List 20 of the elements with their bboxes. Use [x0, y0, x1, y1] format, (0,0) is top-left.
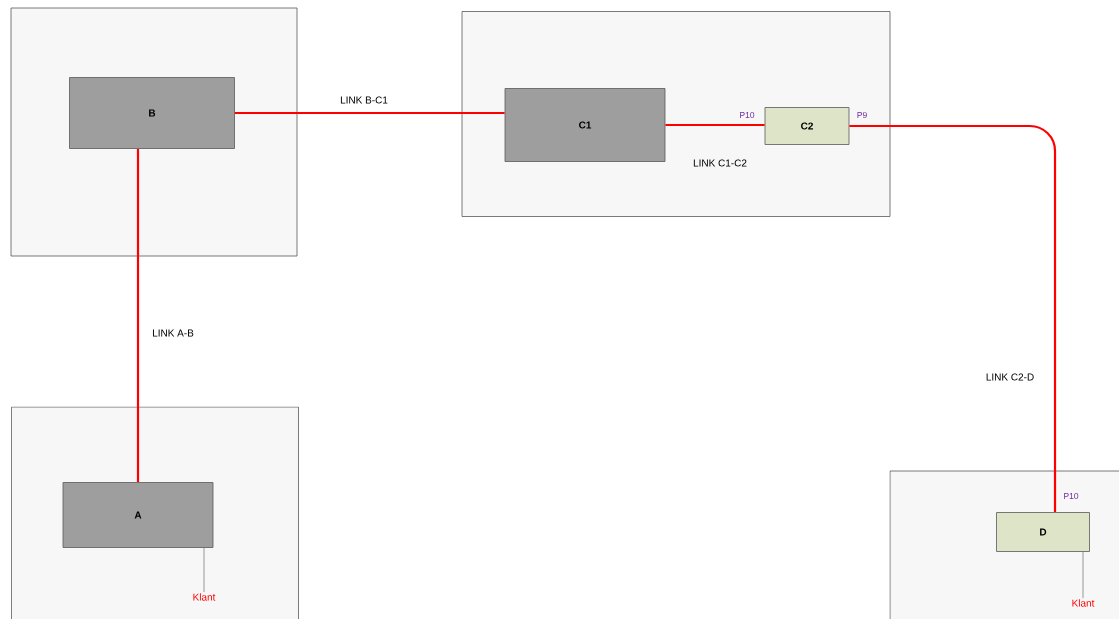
cable-line: [234, 111, 505, 115]
customer-label: Klant: [1072, 599, 1095, 607]
device-box: D: [996, 512, 1090, 552]
customer-label: Klant: [193, 593, 216, 601]
cable-line: [136, 148, 140, 483]
device-box: C2: [764, 107, 850, 145]
device-box: B: [69, 77, 235, 149]
edge-label: LINK C1-C2: [693, 159, 747, 167]
device-box: A: [62, 482, 214, 548]
cable-line: [849, 124, 1057, 513]
edge-label: LINK A-B: [153, 329, 194, 337]
port-label: P10: [740, 112, 755, 118]
device-box: C1: [504, 88, 666, 162]
port-label: P10: [1064, 493, 1079, 499]
leader-line: [1082, 551, 1084, 599]
cable-line: [665, 123, 765, 127]
edge-label: LINK B-C1: [340, 96, 388, 104]
leader-line: [203, 547, 205, 593]
edge-label: LINK C2-D: [986, 373, 1034, 381]
port-label: P9: [857, 112, 867, 118]
